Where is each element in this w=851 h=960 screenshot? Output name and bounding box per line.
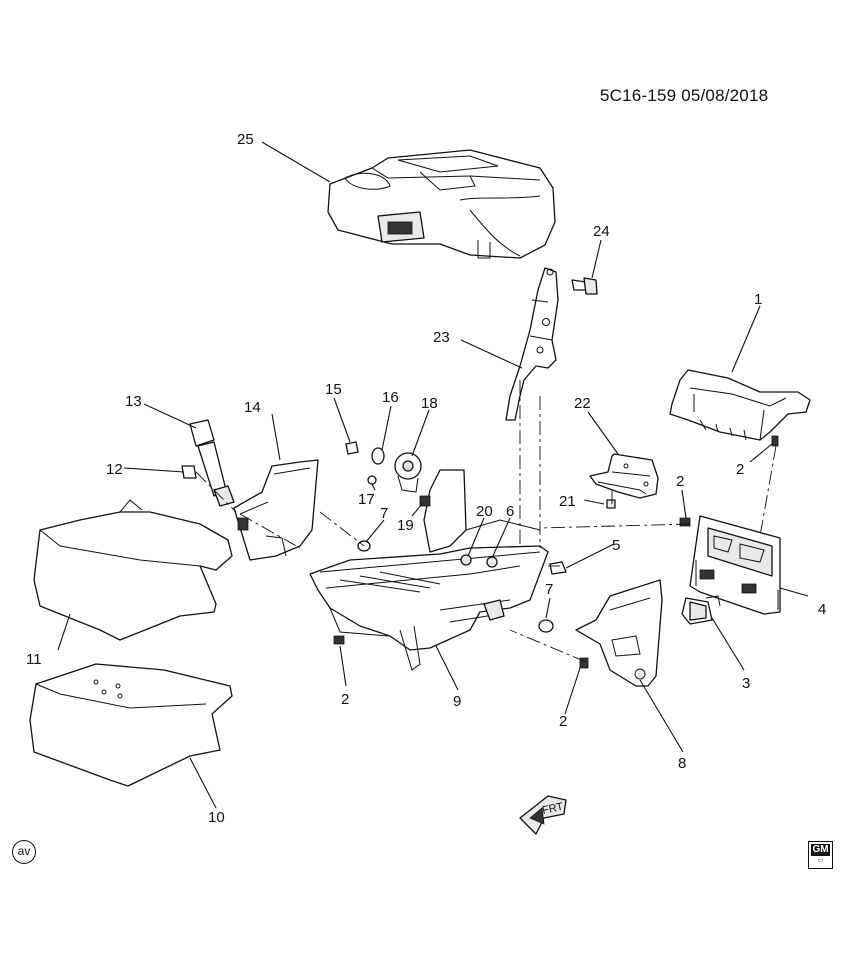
part-9-frame (309, 469, 549, 671)
part-11-cushion-cover (33, 499, 233, 641)
av-badge: av (12, 840, 36, 864)
callout-21: 21 (559, 493, 576, 510)
callout-15: 15 (325, 381, 342, 398)
part-18-latch (394, 452, 422, 493)
part-6-clip (486, 556, 498, 568)
part-20-clip (460, 554, 472, 566)
callout-8: 8 (678, 755, 686, 772)
callout-9: 9 (453, 693, 461, 710)
gm-logo-subline: ▭ (817, 858, 824, 864)
part-2-clip-b (679, 517, 691, 527)
callout-4: 4 (818, 601, 826, 618)
callout-14: 14 (244, 399, 261, 416)
callout-7-right: 7 (545, 581, 553, 598)
callout-18: 18 (421, 395, 438, 412)
part-7-bumper-right (538, 619, 554, 633)
callout-25: 25 (237, 131, 254, 148)
part-25-armrest-cover (327, 149, 556, 259)
callout-10: 10 (208, 809, 225, 826)
callout-3: 3 (742, 675, 750, 692)
callout-23: 23 (433, 329, 450, 346)
part-13-belt-buckle (189, 419, 235, 507)
callout-12: 12 (106, 461, 123, 478)
callout-20: 20 (476, 503, 493, 520)
part-17-washer (367, 475, 377, 485)
callout-2-panel: 2 (676, 473, 684, 490)
callout-11: 11 (26, 651, 42, 668)
gm-logo-text: GM (811, 844, 830, 856)
part-16-washer (371, 447, 385, 465)
part-24-bolt (571, 277, 598, 295)
gm-logo: GM ▭ (808, 841, 833, 869)
callout-19: 19 (397, 517, 414, 534)
part-5-bolt (549, 561, 567, 575)
callout-2-bin: 2 (736, 461, 744, 478)
part-23-hinge (505, 267, 559, 421)
part-2-clip-a (771, 435, 779, 447)
callout-13: 13 (125, 393, 142, 410)
front-direction-arrow: FRT (519, 795, 567, 835)
part-2-clip-c (333, 635, 345, 645)
callout-labels: 25 24 1 23 22 2 2 21 5 4 3 8 2 6 20 7 7 … (26, 131, 826, 826)
part-10-base-cover (29, 663, 233, 787)
callout-7-left: 7 (380, 505, 388, 522)
callout-1: 1 (754, 291, 762, 308)
part-19-clip (419, 495, 431, 507)
part-1-storage-bin (669, 369, 811, 441)
front-arrow-label: FRT (541, 801, 564, 817)
callout-2-panel-8: 2 (559, 713, 567, 730)
callout-5: 5 (612, 537, 620, 554)
part-21-screw (606, 499, 616, 509)
assembly-lines (195, 380, 777, 663)
callout-2-frame: 2 (341, 691, 349, 708)
part-15-bolt (345, 441, 359, 455)
part-3-switch (681, 595, 721, 625)
callout-6: 6 (506, 503, 514, 520)
part-8-side-panel (575, 579, 663, 687)
part-22-bracket (589, 453, 659, 499)
part-14-side-trim (233, 459, 319, 561)
callout-17: 17 (358, 491, 375, 508)
part-4-control-panel (689, 515, 781, 615)
diagram-reference-id: 5C16-159 05/08/2018 (600, 86, 769, 105)
part-12-bolt (181, 465, 197, 479)
leader-lines (57, 141, 809, 809)
callout-16: 16 (382, 389, 399, 406)
callout-24: 24 (593, 223, 610, 240)
callout-22: 22 (574, 395, 591, 412)
